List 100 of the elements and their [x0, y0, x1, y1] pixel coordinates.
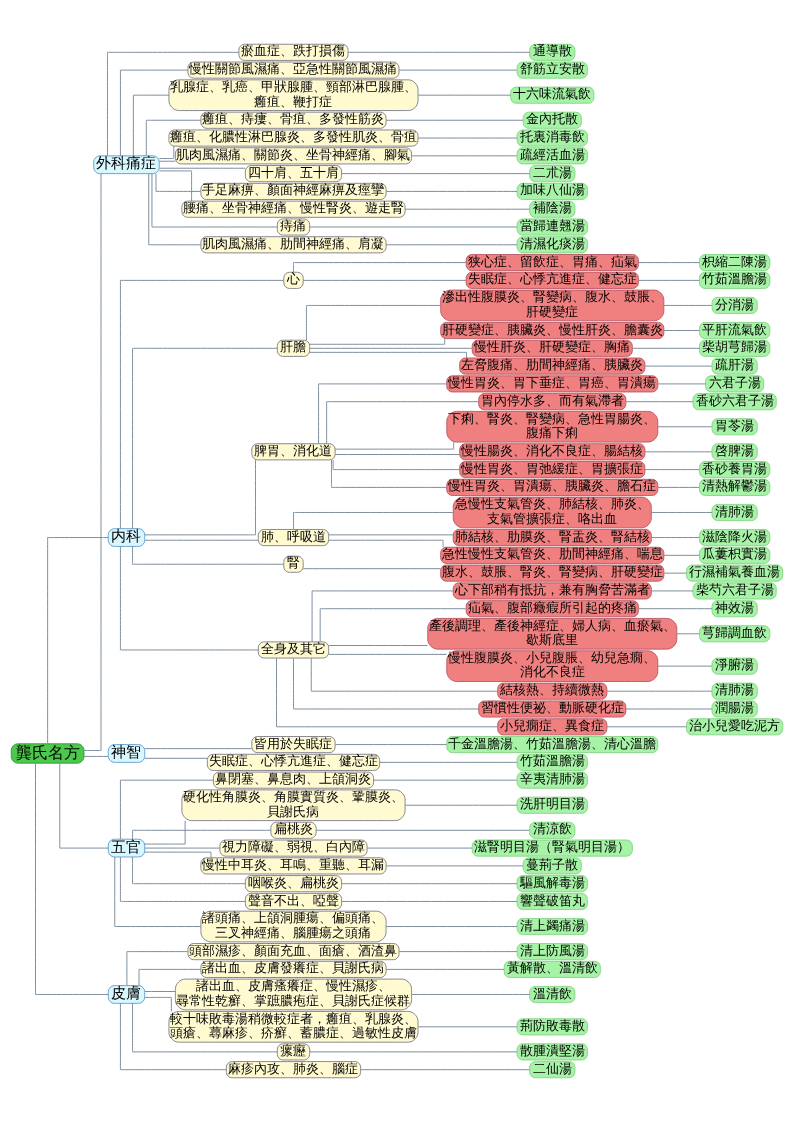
connector — [385, 865, 524, 867]
connector — [334, 744, 447, 746]
node-box: 托裏消毒飲 — [516, 129, 588, 147]
node-box: 清上防風湯 — [516, 943, 588, 961]
node-box: 竹茹溫膽湯 — [516, 753, 588, 771]
connector — [663, 330, 700, 331]
connector — [606, 690, 713, 692]
connector — [144, 820, 186, 845]
connector — [341, 901, 518, 902]
connector — [158, 145, 175, 159]
node-box: 肺、呼吸道 — [257, 529, 330, 547]
connector — [148, 173, 202, 246]
connector — [328, 645, 429, 646]
connector — [59, 762, 109, 849]
connector — [144, 459, 256, 536]
connector — [159, 167, 246, 169]
node-box: 清涼飲 — [529, 821, 576, 839]
connector — [144, 748, 253, 750]
connector — [625, 708, 713, 710]
node-box: 荊防敗毒散 — [516, 1018, 588, 1036]
node-box: 視力障礙、弱視、白內障 — [219, 839, 368, 857]
node-box: 胃苓湯 — [711, 418, 758, 436]
node-box: 二仙湯 — [529, 1061, 576, 1079]
node-box: 狭心症、留飲症、胃痛、疝氣 — [465, 254, 639, 272]
connector — [83, 173, 102, 751]
node-box: 聲音不出、啞聲 — [244, 892, 342, 910]
node-box: 慢性腸炎、消化不良症、腸結核 — [459, 443, 646, 461]
connector — [644, 451, 713, 453]
node-box: 二朮湯 — [529, 165, 576, 183]
node-box: 響聲破笛丸 — [516, 892, 588, 910]
node-box: 香砂六君子湯 — [692, 393, 777, 411]
node-box: 神智 — [107, 744, 146, 763]
node-box: 失眠症、心悸亢進症、健忘症 — [206, 753, 380, 771]
connector — [309, 226, 518, 228]
node-box: 頭部濕疹、顏面充血、面瘡、酒渣鼻 — [187, 943, 400, 961]
node-box: 十六味流氣飲 — [510, 86, 595, 104]
connector — [158, 170, 193, 202]
connector — [132, 1002, 278, 1053]
connector — [305, 304, 441, 341]
connector — [366, 847, 473, 849]
connector — [107, 51, 240, 157]
connector — [385, 968, 505, 970]
node-box: 内科 — [107, 528, 146, 547]
node-box: 疝氣、腹部癥瘕所引起的疼痛 — [465, 600, 639, 618]
connector — [417, 1026, 518, 1028]
node-box: 補陰湯 — [529, 200, 576, 218]
connector — [650, 512, 713, 513]
node-box: 手足麻痹、顏面神經麻痹及痙攣 — [200, 182, 387, 200]
connector — [632, 347, 700, 349]
node-box: 清熱解鬱湯 — [699, 478, 771, 496]
node-box: 慢性胃炎、胃下垂症、胃癌、胃潰瘍 — [446, 375, 659, 393]
connector — [606, 726, 687, 728]
connector — [334, 454, 460, 455]
connector — [398, 69, 518, 71]
connector — [385, 119, 524, 121]
node-box: 清肺湯 — [711, 504, 758, 521]
connector — [293, 657, 479, 710]
connector — [676, 633, 700, 635]
node-box: 舒筋立安散 — [516, 61, 588, 79]
node-box: 慢性胃炎、胃弛緩症、胃擴張症 — [459, 461, 646, 479]
connector — [302, 279, 467, 281]
connector — [334, 441, 455, 450]
node-box: 習慣性便祕、動脈硬化症 — [478, 700, 627, 718]
node-box: 慢性腹膜炎、小兒腹脹、幼兒急癇、消化不良症 — [446, 650, 659, 682]
node-box: 四十肩、五十肩 — [244, 165, 342, 183]
connector — [328, 539, 444, 548]
connector — [638, 608, 713, 610]
connector — [309, 338, 446, 345]
node-box: 痔痛 — [276, 218, 311, 236]
node-box: 產後調理、產後神經症、婦人病、血瘀氣、歇斯底里 — [427, 618, 678, 650]
node-box: 麻疹內攻、肺炎、腦症 — [225, 1061, 361, 1079]
node-box: 腰痛、坐骨神經痛、慢性腎炎、遊走腎 — [181, 200, 406, 218]
connector — [657, 665, 713, 667]
node-box: 竹茹溫膽湯 — [699, 271, 771, 289]
node-box: 失眠症、心悸亢進症、健忘症 — [465, 271, 639, 289]
connector — [398, 951, 518, 953]
connector — [319, 608, 467, 643]
node-box: 慢性中耳炎、耳鳴、重聽、耳漏 — [200, 857, 387, 875]
connector — [385, 926, 518, 928]
node-box: 皆用於失眠症 — [251, 736, 336, 754]
node-box: 辛夷清肺湯 — [516, 771, 588, 789]
connector — [144, 991, 176, 992]
node-box: 硬化性角膜炎、角膜實質炎、鞏膜炎、貝謝氏病 — [181, 789, 406, 821]
node-box: 諸出血、皮膚發癢症、貝謝氏病 — [200, 960, 387, 978]
connector — [155, 173, 202, 192]
node-box: 五官 — [107, 838, 146, 858]
node-box: 癰疽、痔瘻、骨疽、多發性筋炎 — [200, 111, 387, 129]
connector — [35, 762, 109, 995]
connector — [151, 173, 278, 228]
connector — [347, 51, 530, 53]
connector — [132, 347, 278, 529]
node-box: 較十味敗毒湯稍微較症者，癰疽、乳腺炎、頭瘡、蕁麻疹、疥癬、蓄膿症、過敏性皮膚 — [168, 1011, 419, 1043]
connector — [411, 994, 530, 995]
connector — [126, 951, 189, 986]
node-box: 咽喉炎、扁桃炎 — [244, 875, 342, 893]
connector — [657, 383, 706, 385]
node-box: 滲出性腹膜炎、腎變病、腹水、鼓脹、肝硬變症 — [440, 289, 665, 322]
node-box: 瘀血症、跌打損傷 — [238, 43, 349, 61]
connector — [311, 590, 454, 643]
node-box: 慢性肝炎、肝硬變症、胸痛 — [471, 339, 633, 357]
